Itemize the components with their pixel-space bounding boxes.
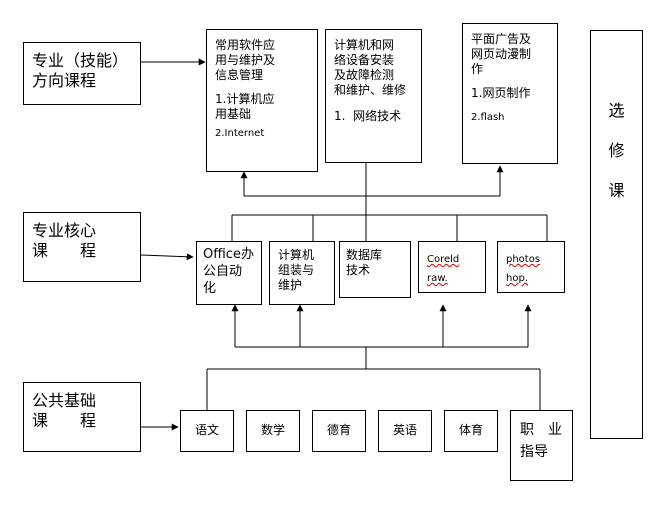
pe-course-box: 体育 (444, 410, 498, 452)
english-course-label: 英语 (392, 423, 417, 437)
pe-course-label: 体育 (458, 423, 483, 437)
office-course-label: Office办 公自动 化 (203, 247, 254, 296)
coreldraw-course-box: Coreld raw. (418, 241, 486, 293)
elective-label: 选 修 课 (608, 101, 625, 200)
core-courses-label: 专业核心 课 程 (32, 221, 97, 260)
photoshop-course-box: photos hop. (497, 241, 565, 293)
career-course-label: 职 业 指导 (520, 422, 562, 461)
moral-course-box: 德育 (312, 410, 366, 452)
public-courses-label: 公共基础 课 程 (32, 391, 97, 430)
office-course-box: Office办 公自动 化 (196, 241, 262, 305)
direction-courses-box: 专业（技能） 方向课程 (23, 42, 141, 105)
career-course-box: 职 业 指导 (510, 410, 573, 481)
photoshop-course-label: photos hop. (506, 254, 541, 284)
software-direction-title: 常用软件应 用与维护及 信息管理 (215, 38, 276, 82)
math-course-label: 数学 (260, 423, 285, 437)
public-courses-box: 公共基础 课 程 (23, 382, 141, 452)
assembly-course-label: 计算机 组装与 维护 (278, 248, 315, 292)
elective-box: 选 修 课 (590, 30, 643, 439)
database-course-box: 数据库 技术 (339, 241, 411, 298)
network-direction-box: 计算机和网 络设备安装 及故障检测 和维护、维修 1. 网络技术 (325, 29, 422, 163)
english-course-box: 英语 (378, 410, 432, 452)
direction-courses-label: 专业（技能） 方向课程 (32, 51, 129, 90)
software-item-1: 1.计算机应 用基础 (215, 92, 275, 121)
design-item-2: 2.flash (471, 112, 505, 123)
software-direction-box: 常用软件应 用与维护及 信息管理 1.计算机应 用基础 2.Internet (206, 29, 318, 172)
software-item-2: 2.Internet (215, 128, 265, 139)
moral-course-label: 德育 (326, 423, 351, 437)
core-courses-box: 专业核心 课 程 (23, 212, 141, 282)
design-direction-title: 平面广告及 网页动漫制 作 (471, 32, 532, 76)
math-course-box: 数学 (246, 410, 300, 452)
database-course-label: 数据库 技术 (346, 248, 383, 277)
chinese-course-box: 语文 (180, 410, 234, 452)
chinese-course-label: 语文 (194, 423, 219, 437)
assembly-course-box: 计算机 组装与 维护 (269, 241, 335, 305)
design-item-1: 1.网页制作 (471, 86, 531, 100)
coreldraw-course-label: Coreld raw. (427, 254, 460, 284)
design-direction-box: 平面广告及 网页动漫制 作 1.网页制作 2.flash (462, 23, 558, 164)
network-item-1: 1. 网络技术 (334, 109, 402, 123)
network-direction-title: 计算机和网 络设备安装 及故障检测 和维护、维修 (334, 38, 407, 97)
